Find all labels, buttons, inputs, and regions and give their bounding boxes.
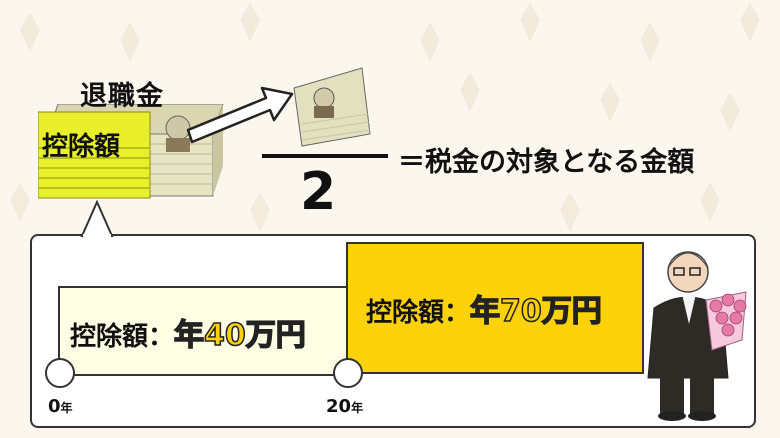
deduction-label: 控除額 [42,132,121,162]
timeline-20-marker [333,358,363,388]
deduction-period-1-text: 控除額：年40万円 [70,310,307,354]
fraction-line [262,154,388,158]
fraction-denominator: 2 [300,162,337,222]
banknote-stack-icon [293,67,371,147]
period-2-label: 控除額： [366,298,471,328]
deduction-period-2-text: 控除額：年70万円 [366,286,603,330]
year-0-label: 0年 [48,396,73,417]
year-20-label: 20年 [326,396,364,417]
deduction-period-1 [58,286,352,376]
equation-text: ＝税金の対象となる金額 [398,147,695,178]
deduction-period-2 [346,242,644,374]
arrow-icon [186,86,294,144]
callout-pointer [80,200,114,238]
money-stack-icon [38,104,224,199]
period-1-label: 控除額： [70,322,175,352]
timeline-start-marker [45,358,75,388]
retirement-allowance-title: 退職金 [80,81,164,112]
retiree-with-bouquet-illustration [647,251,747,421]
period-2-amount: 年70万円 [469,293,602,330]
period-1-amount: 年40万円 [173,317,306,354]
